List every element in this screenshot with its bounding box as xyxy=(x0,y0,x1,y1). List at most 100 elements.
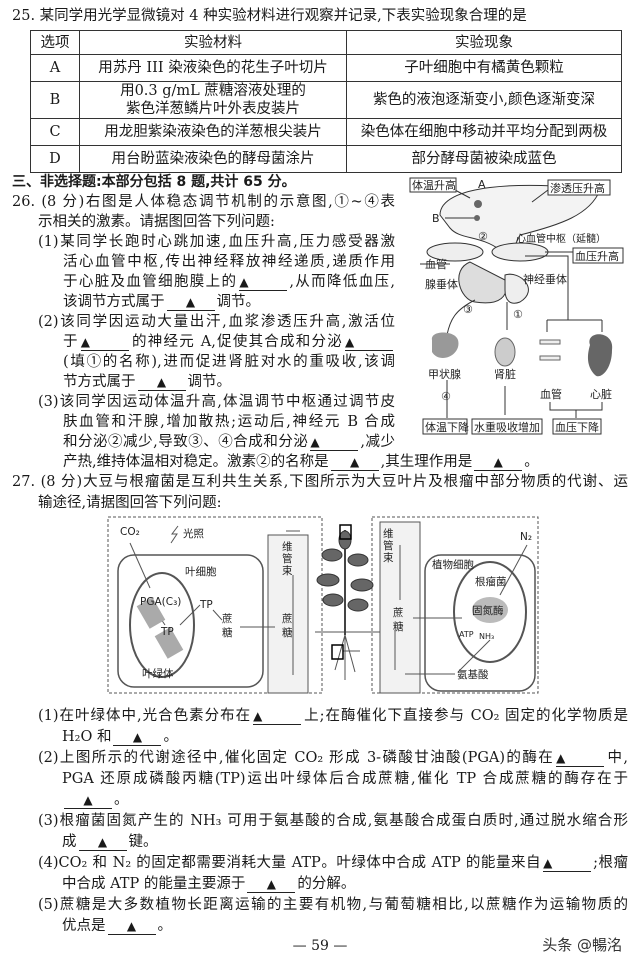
sucrose-label: 糖 xyxy=(282,626,293,639)
q27-sub-line: ▲。 xyxy=(62,790,129,810)
label-4: ④ xyxy=(441,390,451,403)
header-phenomenon: 实验现象 xyxy=(346,30,622,55)
box-bp-up: 血压升高 xyxy=(575,249,619,263)
q25-table: 选项 实验材料 实验现象 A 用苏丹 III 染液染色的花生子叶切片 子叶细胞中… xyxy=(30,30,622,173)
n2-label: N₂ xyxy=(520,531,532,543)
amino-acid-label: 氨基酸 xyxy=(457,668,489,681)
option-cell: C xyxy=(30,118,80,146)
answer-blank: ▲ xyxy=(543,855,592,872)
section-heading: 三、非选择题:本部分包括 8 题,共计 65 分。 xyxy=(12,174,296,190)
pga-label: PGA(C₃) xyxy=(140,596,181,608)
chloroplast xyxy=(129,572,195,678)
phenomenon-cell: 紫色的液泡逐渐变小,颜色逐渐变深 xyxy=(346,81,622,119)
table-row: A 用苏丹 III 染液染色的花生子叶切片 子叶细胞中有橘黄色颗粒 xyxy=(30,54,622,82)
box-temp-up: 体温升高 xyxy=(412,178,456,192)
q27-sub-line: 中合成 ATP 的能量主要源于▲的分解。 xyxy=(62,876,356,893)
label-3: ③ xyxy=(463,303,473,316)
option-cell: A xyxy=(30,54,80,82)
nh3-amino-arrow xyxy=(459,639,491,671)
q26-line: 肤血管和汗腺,增加散热;运动后,神经元 B 合成 xyxy=(63,414,395,430)
leaf-panel xyxy=(107,516,323,694)
box-water-reabsorb: 水重吸收增加 xyxy=(474,420,540,434)
sucrose-label: 糖 xyxy=(222,626,233,639)
answer-blank: ▲ xyxy=(64,792,112,809)
label-1: ① xyxy=(513,308,523,321)
vessel-right xyxy=(491,242,549,262)
answer-blank: ▲ xyxy=(78,834,127,851)
q26-line: 26. (8 分)右图是人体稳态调节机制的示意图,①~④表 xyxy=(12,194,395,210)
q27-line: 输途径,请据图回答下列问题: xyxy=(38,495,222,511)
tp-label-1: TP xyxy=(160,626,174,638)
vessel-label: 血管 xyxy=(540,387,562,401)
thyroid-label: 甲状腺 xyxy=(428,367,461,381)
light-label: 光照 xyxy=(183,527,204,540)
plant-cell xyxy=(424,554,536,692)
leaf-cell xyxy=(117,554,264,688)
q27-sub-line: 优点是▲。 xyxy=(62,918,172,935)
q27-sub-line: (2)上图所示的代谢途径中,催化固定 CO₂ 形成 3-磷酸甘油酸(PGA)的酶… xyxy=(38,750,628,767)
table-row: B 用0.3 g/mL 蔗糖溶液处理的紫色洋葱鳞片叶外表皮装片 紫色的液泡逐渐变… xyxy=(30,81,622,119)
answer-blank: ▲ xyxy=(310,434,359,451)
q25-stem: 25. 某同学用光学显微镜对 4 种实验材料进行观察并记录,下表实验现象合理的是 xyxy=(12,8,527,24)
q27-line: 27. (8 分)大豆与根瘤菌是互利共生关系,下图所示为大豆叶片及根瘤中部分物质… xyxy=(12,474,628,490)
q27-sub-line: 成▲键。 xyxy=(62,834,158,851)
vascular-label: 管 xyxy=(383,539,394,552)
material-cell: 用苏丹 III 染液染色的花生子叶切片 xyxy=(79,54,347,82)
rhizobium-label: 根瘤菌 xyxy=(475,575,507,588)
light-icon xyxy=(170,525,179,544)
nh3-label: NH₃ xyxy=(479,632,494,641)
q26-line: (填①的名称),进而促进肾脏对水的重吸收,该调 xyxy=(63,354,395,370)
chloroplast-label: 叶绿体 xyxy=(142,667,174,680)
material-line: 用0.3 g/mL 蔗糖溶液处理的 xyxy=(120,83,306,99)
q26-line: 该调节方式属于▲调节。 xyxy=(63,294,260,311)
q26-line: (1)某同学长跑时心跳加速,血压升高,压力感受器激 xyxy=(38,234,395,250)
material-line: 紫色洋葱鳞片叶外表皮装片 xyxy=(126,101,300,117)
vessel-icon xyxy=(539,339,561,361)
tp-label-2: TP xyxy=(199,599,213,611)
nerve-branch xyxy=(525,255,603,332)
soybean-plant-icon xyxy=(316,524,374,680)
vascular-label: 束 xyxy=(282,565,293,577)
thylakoid-icon xyxy=(136,597,184,659)
neuron-b xyxy=(474,215,480,221)
cv-center-label: 心血管中枢（延髓） xyxy=(516,232,606,245)
sucrose-label: 蔗 xyxy=(282,613,293,625)
sucrose-label: 蔗 xyxy=(393,607,404,619)
vascular-label: 管 xyxy=(282,552,293,565)
answer-blank: ▲ xyxy=(80,334,129,351)
q27-sub-line: (5)蔗糖是大多数植物长距离运输的主要有机物,与葡萄糖相比,以蔗糖作为运输物质的 xyxy=(38,897,628,913)
q26-line: 于心脏及血管细胞膜上的▲,从而降低血压, xyxy=(63,274,395,291)
q26-line: 产热,维持体温相对稳定。激素②的名称是▲,其生理作用是▲。 xyxy=(63,454,539,471)
answer-blank: ▲ xyxy=(253,708,302,725)
kidney-icon xyxy=(494,337,516,367)
atp-label: ATP xyxy=(459,630,474,639)
label-a: A xyxy=(478,178,486,191)
vessel-left xyxy=(426,242,484,262)
q27-sub-line: PGA 还原成磷酸丙糖(TP)运出叶绿体后合成蔗糖,催化 TP 合成蔗糖的酶存在… xyxy=(62,771,628,787)
table-row: D 用台盼蓝染液染色的酵母菌涂片 部分酵母菌被染成蓝色 xyxy=(30,145,622,173)
q26-line: 节方式属于▲调节。 xyxy=(63,374,231,391)
q26-line: 活心血管中枢,传出神经释放神经递质,递质作用 xyxy=(63,254,395,270)
arrow-3 xyxy=(446,299,476,336)
watermark: 头条 @暢洺 xyxy=(542,936,622,954)
sucrose-label: 糖 xyxy=(393,620,404,633)
answer-blank: ▲ xyxy=(166,294,215,311)
plant-cell-label: 植物细胞 xyxy=(432,558,474,571)
answer-blank: ▲ xyxy=(107,918,156,935)
kidney-label: 肾脏 xyxy=(494,368,516,381)
phenomenon-cell: 染色体在细胞中移动并平均分配到两极 xyxy=(346,118,622,146)
tp-arrow xyxy=(179,604,201,626)
label-b: B xyxy=(432,212,440,225)
vascular-label: 维 xyxy=(383,527,394,540)
neurohypophysis-shape xyxy=(504,273,529,304)
nitrogenase-blob xyxy=(472,597,508,623)
material-cell: 用0.3 g/mL 蔗糖溶液处理的紫色洋葱鳞片叶外表皮装片 xyxy=(79,81,347,119)
n2-arrow xyxy=(499,544,528,596)
merge-arrow xyxy=(549,402,603,418)
homeostasis-diagram: 体温升高 A 渗透压升高 B ② 心血管中枢（延髓） 血压升高 血管 腺垂体 神… xyxy=(409,177,624,435)
material-cell: 用台盼蓝染液染色的酵母菌涂片 xyxy=(79,145,347,173)
q27-sub-line: (1)在叶绿体中,光合色素分布在▲上;在酶催化下直接参与 CO₂ 固定的化学物质… xyxy=(38,708,628,725)
thyroid-icon xyxy=(431,332,459,359)
table-header-row: 选项 实验材料 实验现象 xyxy=(30,30,622,55)
answer-blank: ▲ xyxy=(474,454,523,471)
